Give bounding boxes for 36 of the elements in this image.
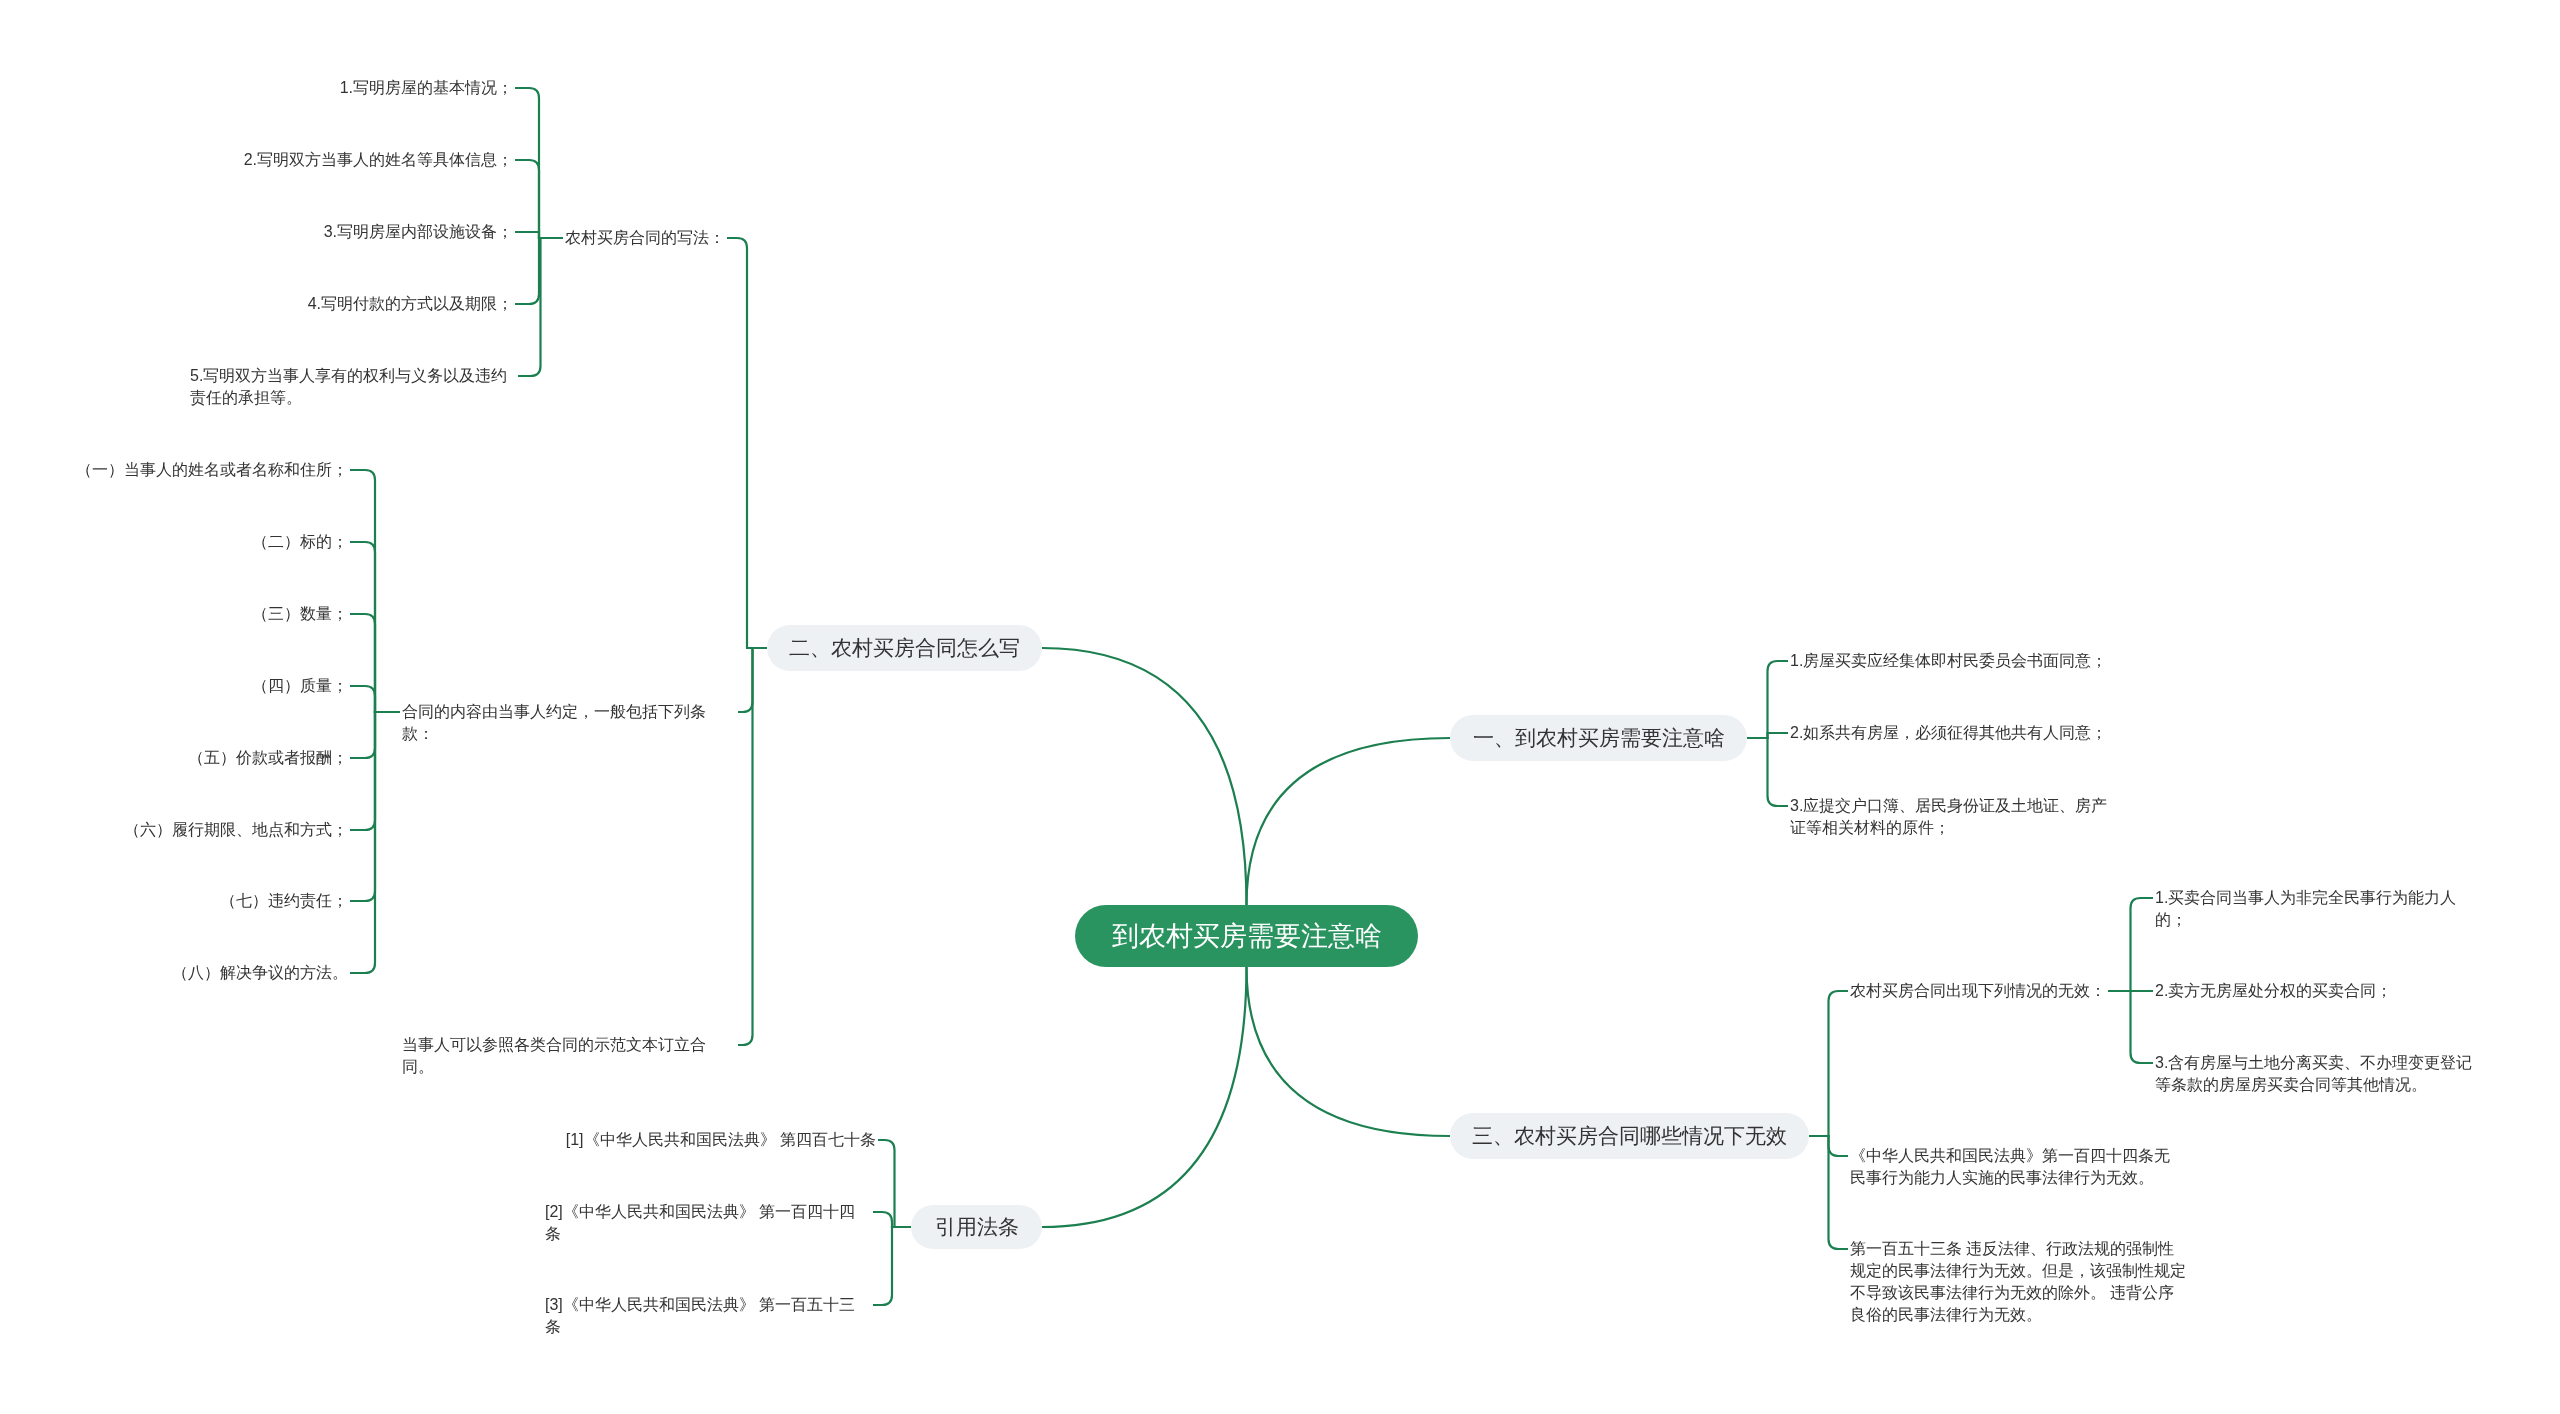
topic-text: 3.含有房屋与土地分离买卖、不办理变更登记等条款的房屋房买卖合同等其他情况。	[2153, 1052, 2483, 1096]
topic-text: （八）解决争议的方法。	[170, 962, 350, 984]
connector-line	[1041, 646, 1248, 906]
topic-text: （六）履行期限、地点和方式；	[122, 819, 350, 841]
topic-text: 1.房屋买卖应经集体即村民委员会书面同意；	[1788, 650, 2110, 672]
topic-text: 1.写明房屋的基本情况；	[337, 77, 515, 99]
topic-text: 5.写明双方当事人享有的权利与义务以及违约责任的承担等。	[188, 365, 518, 409]
topic-text: [3]《中华人民共和国民法典》 第一百五十三条	[543, 1294, 873, 1338]
topic-text: 当事人可以参照各类合同的示范文本订立合同。	[400, 1034, 738, 1078]
topic-box: 三、农村买房合同哪些情况下无效	[1450, 1113, 1809, 1159]
topic-text: 合同的内容由当事人约定，一般包括下列条款：	[400, 701, 738, 745]
topic-text: （五）价款或者报酬；	[186, 747, 350, 769]
topic-box: 一、到农村买房需要注意啥	[1450, 715, 1747, 761]
topic-text: 农村买房合同出现下列情况的无效：	[1848, 980, 2108, 1002]
topic-text: 《中华人民共和国民法典》第一百四十四条无民事行为能力人实施的民事法律行为无效。	[1848, 1145, 2174, 1189]
topic-text: 3.写明房屋内部设施设备；	[321, 221, 515, 243]
topic-text: 2.卖方无房屋处分权的买卖合同；	[2153, 980, 2395, 1002]
connector-line	[738, 646, 767, 1047]
topic-box: 二、农村买房合同怎么写	[767, 625, 1042, 671]
connector-line	[1041, 966, 1248, 1229]
topic-text: 第一百五十三条 违反法律、行政法规的强制性规定的民事法律行为无效。但是，该强制性规定不导致该民事法律行为无效的除外。 违背公序良俗的民事法律行为无效。	[1848, 1238, 2188, 1326]
topic-text: 1.买卖合同当事人为非完全民事行为能力人的；	[2153, 887, 2479, 931]
topic-text: （三）数量；	[250, 603, 350, 625]
central-topic: 到农村买房需要注意啥	[1075, 905, 1418, 967]
topic-text: [2]《中华人民共和国民法典》 第一百四十四条	[543, 1201, 873, 1245]
topic-text: 3.应提交户口簿、居民身份证及土地证、房产证等相关材料的原件；	[1788, 795, 2118, 839]
topic-text: （四）质量；	[250, 675, 350, 697]
topic-text: （七）违约责任；	[218, 890, 350, 912]
topic-text: 农村买房合同的写法：	[563, 227, 727, 249]
topic-text: （一）当事人的姓名或者名称和住所；	[74, 459, 350, 481]
topic-text: [1]《中华人民共和国民法典》 第四百七十条	[563, 1129, 878, 1151]
topic-box: 引用法条	[911, 1205, 1042, 1249]
topic-text: （二）标的；	[250, 531, 350, 553]
topic-text: 2.如系共有房屋，必须征得其他共有人同意；	[1788, 722, 2110, 744]
topic-text: 2.写明双方当事人的姓名等具体信息；	[241, 149, 515, 171]
topic-text: 4.写明付款的方式以及期限；	[305, 293, 515, 315]
